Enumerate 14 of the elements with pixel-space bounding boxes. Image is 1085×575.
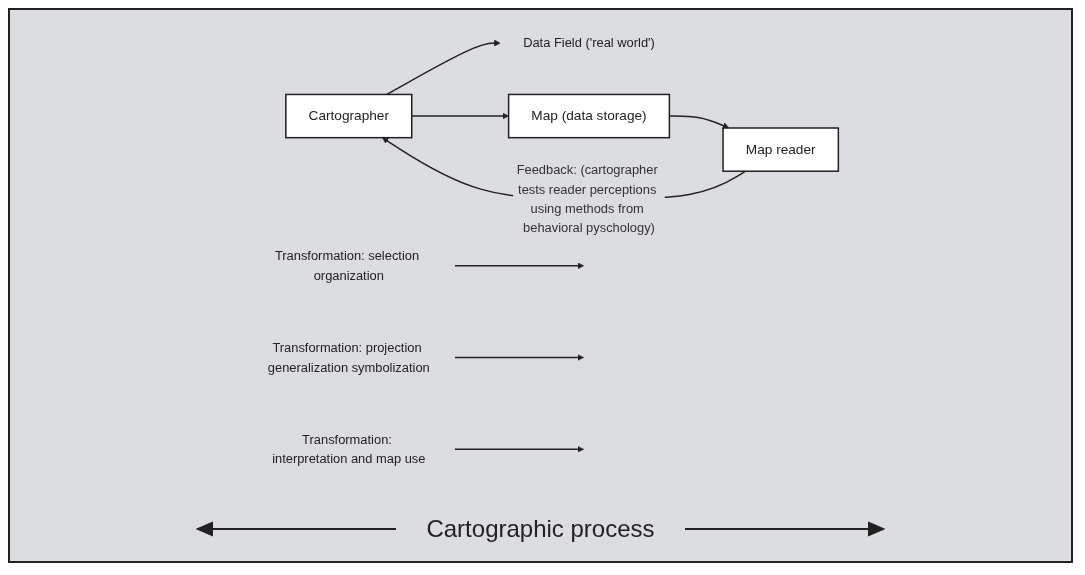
arrow xyxy=(454,262,584,270)
arrow xyxy=(386,39,501,96)
node-text: Transformation: interpretation and map use xyxy=(272,432,426,466)
node-text: Transformation: selection organization xyxy=(274,248,420,283)
process-label: Cartographic process xyxy=(426,515,655,543)
node-text: Data Field ('real world') xyxy=(523,35,655,51)
edge-label: Feedback: (cartographer tests reader perceptions using methods from behavioral pyschology) xyxy=(516,162,658,236)
node-box: Map reader xyxy=(722,127,840,172)
node-box: Map (data storage) xyxy=(507,93,671,139)
arrow xyxy=(454,445,584,453)
node-text: Transformation: projection generalization symbolization xyxy=(267,340,430,375)
arrow xyxy=(411,112,509,120)
node-box: Cartographer xyxy=(285,93,413,139)
arrow xyxy=(454,354,584,361)
